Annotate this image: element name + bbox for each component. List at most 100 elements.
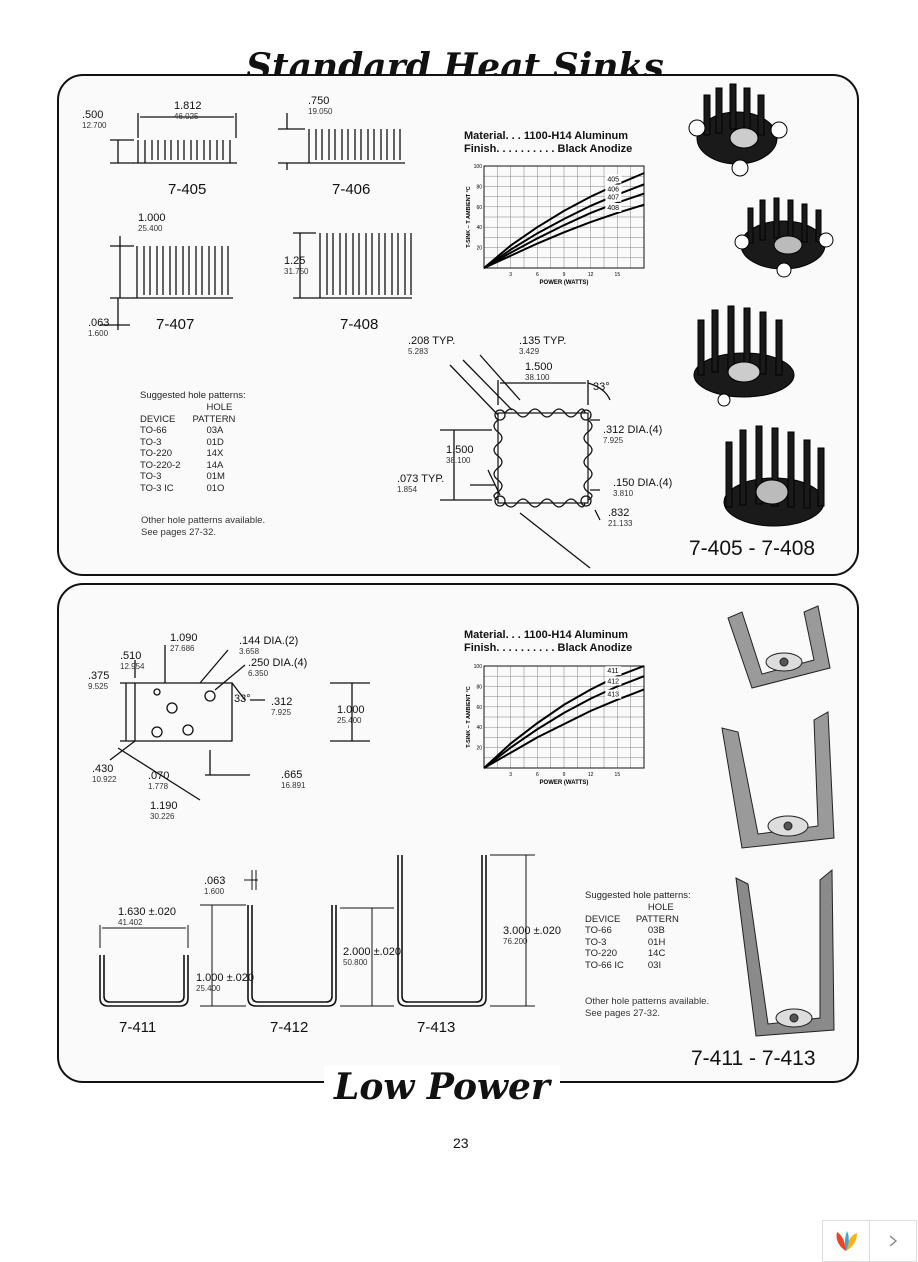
series-label-412: 412 xyxy=(607,678,619,685)
photo-7-412-channel xyxy=(721,711,835,849)
series-label-407: 407 xyxy=(607,195,619,202)
plot-frame xyxy=(483,165,645,269)
dim-144-dia: .144 DIA.(2)3.658 xyxy=(239,635,299,657)
x-tick-label: 9 xyxy=(563,772,566,778)
page-number: 23 xyxy=(453,1135,469,1151)
top-drawings xyxy=(100,113,611,569)
series-label-top: 7-405 - 7-408 xyxy=(689,537,816,560)
section-title-low-power: Low Power xyxy=(324,1066,560,1108)
dim-dia-small: .150 DIA.(4)3.810 xyxy=(613,477,673,499)
series-line-407 xyxy=(483,192,645,269)
part-label-7-408: 7-408 xyxy=(340,316,379,333)
part-label-7-413: 7-413 xyxy=(417,1019,456,1036)
hole-note-top: Other hole patterns available.See pages … xyxy=(141,515,266,538)
bottom-drawings xyxy=(99,645,535,1007)
x-axis-label: POWER (WATTS) xyxy=(540,780,589,786)
part-label-7-406: 7-406 xyxy=(332,181,371,198)
series-label-bg xyxy=(605,666,622,676)
x-tick-label: 6 xyxy=(536,772,539,778)
y-tick-label: 60 xyxy=(476,205,482,211)
part-label-7-411: 7-411 xyxy=(119,1019,157,1036)
series-label-413: 413 xyxy=(607,692,619,699)
part-label-7-412: 7-412 xyxy=(270,1019,309,1036)
chevron-right-icon xyxy=(889,1235,898,1247)
series-line-413 xyxy=(483,688,645,769)
viewer-logo-button[interactable] xyxy=(822,1220,870,1262)
x-tick-label: 9 xyxy=(563,272,566,278)
series-label-408: 408 xyxy=(607,205,619,212)
dim-dia-large: .312 DIA.(4)7.925 xyxy=(603,424,663,446)
series-label-bg xyxy=(605,202,622,212)
series-label-bg xyxy=(605,689,622,699)
photo-7-411-channel xyxy=(727,605,831,689)
square-top-view xyxy=(440,354,611,569)
dim-thick-typ: .073 TYP.1.854 xyxy=(397,473,445,495)
y-tick-label: 40 xyxy=(476,725,482,731)
leaf-logo-icon xyxy=(836,1231,857,1251)
profile-7-406 xyxy=(278,113,405,170)
y-tick-label: 40 xyxy=(476,225,482,231)
y-axis-label: T-SINK – T AMBIENT °C xyxy=(466,686,472,748)
series-label-bg xyxy=(605,676,622,686)
dim-gap-typ: .135 TYP.3.429 xyxy=(519,335,567,357)
channel-7-413 xyxy=(340,854,535,1007)
part-label-7-405: 7-405 xyxy=(168,181,207,198)
photo-7-413-channel xyxy=(735,868,835,1037)
y-tick-label: 20 xyxy=(476,246,482,252)
profile-7-407 xyxy=(100,236,233,330)
photo-7-407-heatsink xyxy=(693,305,795,407)
y-axis-label: T-SINK – T AMBIENT °C xyxy=(466,186,472,248)
profile-7-405 xyxy=(110,113,237,164)
x-tick-label: 6 xyxy=(536,272,539,278)
bottom-panel xyxy=(57,583,859,1083)
profile-7-408 xyxy=(293,232,412,299)
series-label-bg xyxy=(605,174,622,184)
dim-250-dia: .250 DIA.(4)6.350 xyxy=(248,657,308,679)
series-label-bg xyxy=(605,184,622,194)
next-page-button[interactable] xyxy=(869,1220,917,1262)
series-label-bottom: 7-411 - 7-413 xyxy=(691,1047,816,1070)
y-tick-label: 20 xyxy=(476,746,482,752)
mounting-plate-drawing xyxy=(109,645,370,801)
y-tick-label: 80 xyxy=(476,184,482,190)
series-label-405: 405 xyxy=(607,176,619,183)
series-label-bg xyxy=(605,192,622,202)
hole-note-bottom: Other hole patterns available.See pages … xyxy=(585,996,710,1019)
dim-33-deg: 33° xyxy=(234,693,251,705)
series-line-412 xyxy=(483,675,645,769)
y-tick-label: 100 xyxy=(474,664,483,670)
x-tick-label: 3 xyxy=(509,772,512,778)
series-label-406: 406 xyxy=(607,187,619,194)
x-tick-label: 15 xyxy=(615,272,621,278)
y-tick-label: 60 xyxy=(476,705,482,711)
dim-fin-typ: .208 TYP.5.283 xyxy=(408,335,456,357)
y-tick-label: 80 xyxy=(476,684,482,690)
dim-angle: 33° xyxy=(593,381,610,393)
series-line-405 xyxy=(483,172,645,269)
plot-frame xyxy=(483,665,645,769)
y-tick-label: 100 xyxy=(474,164,483,170)
x-tick-label: 15 xyxy=(615,772,621,778)
part-label-7-407: 7-407 xyxy=(156,316,195,333)
